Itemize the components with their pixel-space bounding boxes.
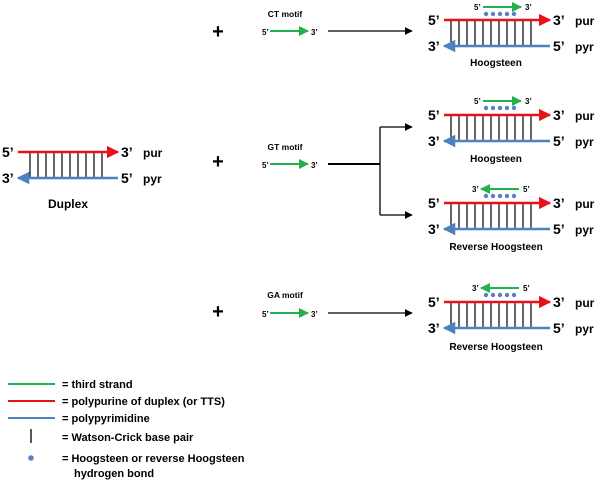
duplex-label: Duplex [48,197,88,211]
triplex-ga-reverse-hoogsteen: 3’ 5’ 5’ 3’ pur 3’ 5’ pyr [428,283,595,353]
pyr-label: pyr [575,322,594,336]
pyr-3prime: 3’ [428,221,440,237]
pyr-3prime: 3’ [428,38,440,54]
pyr-3prime: 3’ [428,320,440,336]
basepairs [450,115,532,141]
pyr-5prime: 5’ [553,320,565,336]
legend-basepair-label: = Watson-Crick base pair [62,432,194,444]
third-strand-5prime: 5’ [474,3,481,12]
legend-purine-label: = polypurine of duplex (or TTS) [62,396,225,408]
gt-branch-arrows [328,123,413,219]
duplex: 5’ 3’ pur 3’ 5’ pyr Duplex [2,144,163,211]
ct-motif-label: CT motif [268,9,303,19]
third-strand-3prime: 3’ [472,185,479,194]
pur-3prime: 3’ [553,12,565,28]
triplex-caption: Hoogsteen [470,154,522,165]
hoogsteen-bonds [483,11,517,17]
third-strand-5prime: 5’ [474,97,481,106]
duplex-basepairs [29,152,103,178]
ga-motif: GA motif 5’ 3’ [262,290,318,319]
ct-motif-3prime: 3’ [311,28,318,37]
pur-5prime: 5’ [428,107,440,123]
ct-motif-5prime: 5’ [262,28,269,37]
pur-5prime: 5’ [428,195,440,211]
gt-motif-3prime: 3’ [311,161,318,170]
pyr-label: pyr [575,223,594,237]
duplex-pur-3prime: 3’ [121,144,133,160]
pyr-5prime: 5’ [553,133,565,149]
duplex-pur-5prime: 5’ [2,144,14,160]
legend-bond-label-line2: hydrogen bond [74,468,154,480]
plus-sign-ga: + [212,301,224,323]
hoogsteen-bonds [483,105,517,111]
plus-sign-gt: + [212,151,224,173]
pur-3prime: 3’ [553,195,565,211]
ga-motif-3prime: 3’ [311,310,318,319]
plus-sign-ct: + [212,21,224,43]
pur-3prime: 3’ [553,107,565,123]
ct-motif: CT motif 5’ 3’ [262,9,318,37]
gt-motif-5prime: 5’ [262,161,269,170]
gt-motif: GT motif 5’ 3’ [262,142,318,170]
third-strand-3prime: 3’ [525,97,532,106]
pur-5prime: 5’ [428,12,440,28]
basepairs [450,203,532,229]
triplex-ct-hoogsteen: 5’ 3’ 5’ 3’ pur 3’ 5’ pyr [428,2,595,69]
triplex-caption: Reverse Hoogsteen [449,242,542,253]
duplex-pyr-label: pyr [143,172,162,186]
legend-pyrimidine-label: = polypyrimidine [62,413,150,425]
legend-bond-label-line1: = Hoogsteen or reverse Hoogsteen [62,453,245,465]
duplex-pur-label: pur [143,146,163,160]
pur-3prime: 3’ [553,294,565,310]
reverse-hoogsteen-bonds [483,193,517,199]
legend-third-strand-label: = third strand [62,379,133,391]
duplex-pyr-3prime: 3’ [2,170,14,186]
duplex-pyr-5prime: 5’ [121,170,133,186]
pyr-label: pyr [575,135,594,149]
pur-label: pur [575,14,595,28]
pur-label: pur [575,197,595,211]
reverse-hoogsteen-bonds [483,292,517,298]
pyr-3prime: 3’ [428,133,440,149]
legend: = third strand = polypurine of duplex (o… [8,379,245,480]
third-strand-5prime: 5’ [523,284,530,293]
pyr-5prime: 5’ [553,221,565,237]
gt-motif-label: GT motif [268,142,303,152]
third-strand-5prime: 5’ [523,185,530,194]
pur-label: pur [575,296,595,310]
basepairs [450,20,532,46]
pur-label: pur [575,109,595,123]
ga-motif-5prime: 5’ [262,310,269,319]
triplex-caption: Hoogsteen [470,58,522,69]
third-strand-3prime: 3’ [472,284,479,293]
pyr-label: pyr [575,40,594,54]
triplex-gt-hoogsteen: 5’ 3’ 5’ 3’ pur 3’ 5’ pyr [428,96,595,165]
triplex-caption: Reverse Hoogsteen [449,342,542,353]
ga-motif-label: GA motif [267,290,303,300]
pyr-5prime: 5’ [553,38,565,54]
legend-bond-swatch [28,455,34,461]
pur-5prime: 5’ [428,294,440,310]
triplex-gt-reverse-hoogsteen: 3’ 5’ 5’ 3’ pur 3’ 5’ pyr [428,184,595,253]
third-strand-3prime: 3’ [525,3,532,12]
basepairs [450,302,532,328]
